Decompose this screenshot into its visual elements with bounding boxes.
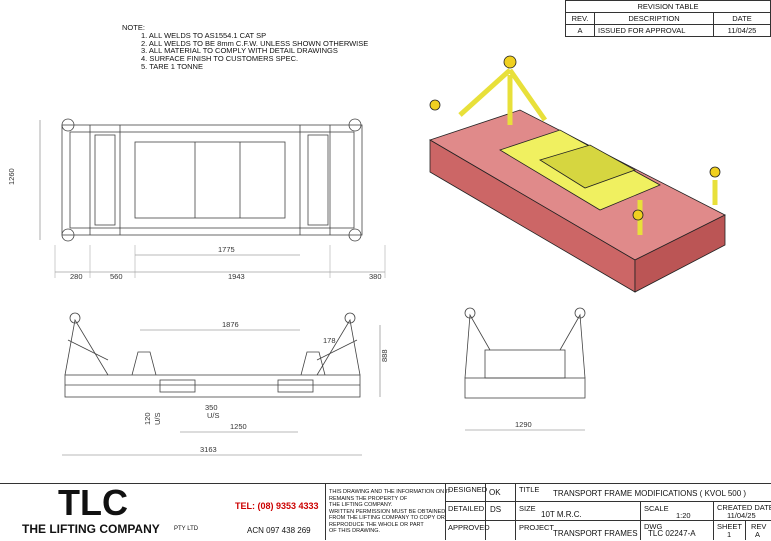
dim-side-120: 120 bbox=[143, 412, 152, 425]
title-block bbox=[0, 483, 771, 541]
size-value: 10T M.R.C. bbox=[541, 510, 582, 519]
designed-value: OK bbox=[489, 488, 501, 497]
detailed-label: DETAILED bbox=[448, 504, 485, 513]
designed-label: DESIGNED bbox=[448, 485, 488, 494]
dim-side-top: 1876 bbox=[222, 320, 239, 329]
disclaimer: THIS DRAWING AND THE INFORMATION ON IT R… bbox=[329, 489, 451, 534]
size-label: SIZE bbox=[519, 504, 536, 513]
dim-side-overall: 3163 bbox=[200, 445, 217, 454]
plan-view bbox=[39, 118, 386, 278]
drawing-area: 1260 1775 280 560 1943 380 1876 178 888 … bbox=[7, 55, 726, 456]
company-acn: ACN 097 438 269 bbox=[247, 526, 311, 535]
rev-value: A bbox=[755, 530, 761, 539]
created-label: CREATED DATE bbox=[717, 503, 771, 512]
dim-side-350: 350 bbox=[205, 403, 218, 412]
note-item: 5. TARE 1 TONNE bbox=[141, 61, 203, 71]
company-phone: TEL: (08) 9353 4333 bbox=[235, 501, 319, 511]
company-name: THE LIFTING COMPANY bbox=[22, 522, 160, 536]
isometric-view bbox=[429, 55, 726, 293]
project-value: TRANSPORT FRAMES bbox=[553, 529, 638, 538]
dim-plan-w2: 560 bbox=[110, 272, 123, 281]
notes-heading: NOTE: bbox=[122, 23, 145, 32]
dim-end-width: 1290 bbox=[515, 420, 532, 429]
sheet-label: SHEET bbox=[717, 522, 743, 531]
dim-side-angle: 178 bbox=[323, 336, 336, 345]
dim-side-us1: U/S bbox=[207, 411, 220, 420]
title-label: TITLE bbox=[519, 485, 540, 494]
rev-label: REV bbox=[751, 522, 767, 531]
sheet-value: 1 bbox=[727, 530, 732, 539]
date-cell: 11/04/25 bbox=[713, 24, 771, 37]
revision-table: REVISION TABLE REV. DESCRIPTION DATE A I… bbox=[565, 0, 771, 37]
created-value: 11/04/25 bbox=[727, 511, 756, 520]
dim-plan-w4: 380 bbox=[369, 272, 382, 281]
dwg-value: TLC 02247-A bbox=[648, 529, 696, 538]
dwg-label: DWG bbox=[644, 522, 663, 531]
dim-plan-w3: 1943 bbox=[228, 272, 245, 281]
detailed-value: DS bbox=[490, 505, 502, 514]
side-view bbox=[62, 312, 381, 456]
company-pty: PTY LTD bbox=[174, 526, 199, 532]
note-item: 2. ALL WELDS TO BE 8mm C.F.W. UNLESS SHO… bbox=[141, 38, 369, 48]
dim-plan-height: 1260 bbox=[7, 168, 16, 185]
note-item: 1. ALL WELDS TO AS1554.1 CAT SP bbox=[141, 30, 267, 40]
dim-side-height: 888 bbox=[380, 349, 389, 362]
table-row: A ISSUED FOR APPROVAL 11/04/25 bbox=[565, 24, 771, 37]
scale-value: 1:20 bbox=[676, 511, 691, 520]
note-item: 3. ALL MATERIAL TO COMPLY WITH DETAIL DR… bbox=[141, 46, 338, 56]
dim-side-1250: 1250 bbox=[230, 422, 247, 431]
dim-side-us2: U/S bbox=[153, 412, 162, 425]
notes-block: NOTE: 1. ALL WELDS TO AS1554.1 CAT SP 2.… bbox=[122, 24, 368, 71]
scale-label: SCALE bbox=[644, 504, 669, 513]
project-label: PROJECT bbox=[519, 523, 555, 532]
dim-plan-inner: 1775 bbox=[218, 245, 235, 254]
note-item: 4. SURFACE FINISH TO CUSTOMERS SPEC. bbox=[141, 54, 299, 64]
company-logo: TLC bbox=[58, 482, 128, 523]
end-view bbox=[464, 307, 586, 431]
approved-label: APPROVED bbox=[448, 523, 490, 532]
drawing-title: TRANSPORT FRAME MODIFICATIONS ( KVOL 500… bbox=[553, 489, 747, 498]
description-cell: ISSUED FOR APPROVAL bbox=[594, 24, 714, 37]
dim-plan-w1: 280 bbox=[70, 272, 83, 281]
